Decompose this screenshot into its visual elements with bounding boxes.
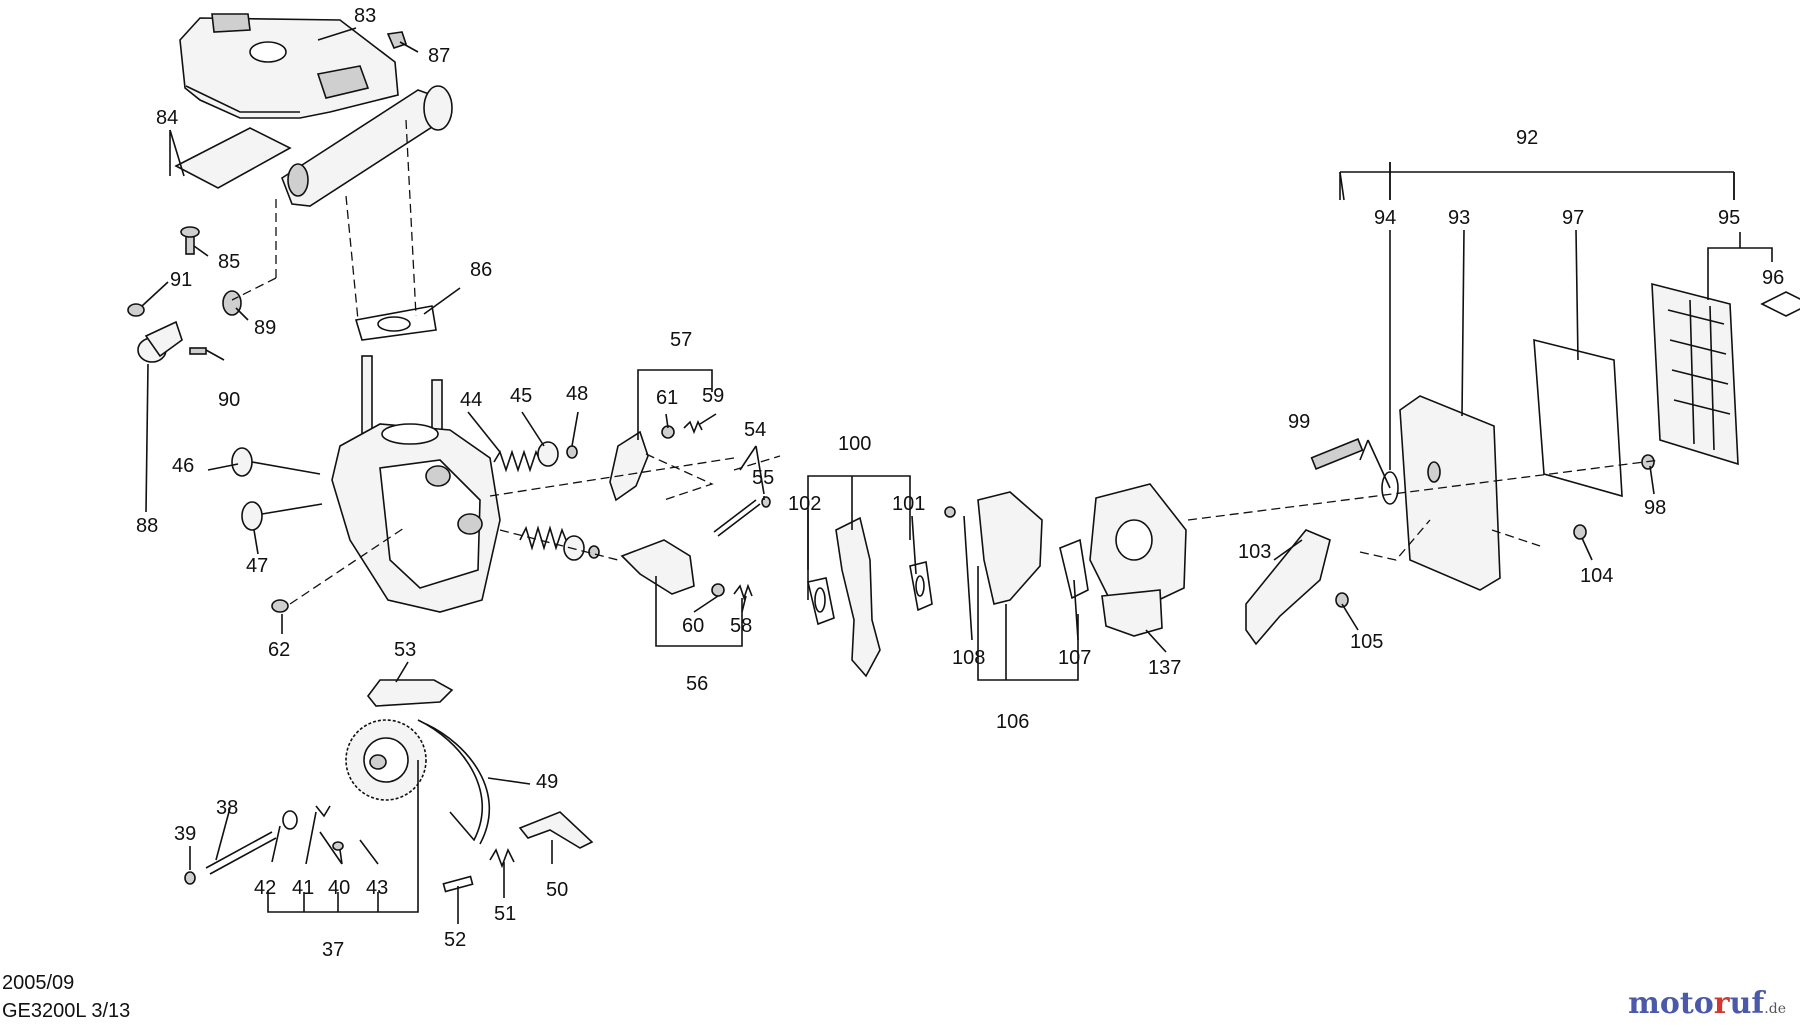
valves xyxy=(231,447,323,613)
label-60: 60 xyxy=(682,615,704,637)
label-47: 47 xyxy=(246,555,268,577)
label-57: 57 xyxy=(670,329,692,351)
pointer-lines xyxy=(141,27,1655,924)
label-85: 85 xyxy=(218,251,240,273)
label-95: 95 xyxy=(1718,207,1740,229)
label-92: 92 xyxy=(1516,127,1538,149)
label-104: 104 xyxy=(1580,565,1613,587)
label-50: 50 xyxy=(546,879,568,901)
label-48: 48 xyxy=(566,383,588,405)
label-84: 84 xyxy=(156,107,178,129)
label-62: 62 xyxy=(268,639,290,661)
label-105: 105 xyxy=(1350,631,1383,653)
label-51: 51 xyxy=(494,903,516,925)
insulator-gaskets xyxy=(807,516,933,678)
label-83: 83 xyxy=(354,5,376,27)
label-39: 39 xyxy=(174,823,196,845)
carburetor xyxy=(944,483,1187,637)
label-88: 88 xyxy=(136,515,158,537)
label-108: 108 xyxy=(952,647,985,669)
label-41: 41 xyxy=(292,877,314,899)
label-53: 53 xyxy=(394,639,416,661)
brand-text-3: uf xyxy=(1729,986,1765,1021)
label-59: 59 xyxy=(702,385,724,407)
label-91: 91 xyxy=(170,269,192,291)
label-46: 46 xyxy=(172,455,194,477)
label-103: 103 xyxy=(1238,541,1271,563)
part-number-labels: 83 87 84 85 91 89 90 88 86 46 47 62 44 4… xyxy=(136,5,1784,961)
label-86: 86 xyxy=(470,259,492,281)
label-93: 93 xyxy=(1448,207,1470,229)
label-55: 55 xyxy=(752,467,774,489)
label-44: 44 xyxy=(460,389,482,411)
label-106: 106 xyxy=(996,711,1029,733)
label-98: 98 xyxy=(1644,497,1666,519)
air-cleaner xyxy=(1245,282,1800,646)
label-42: 42 xyxy=(254,877,276,899)
label-90: 90 xyxy=(218,389,240,411)
footer-date: 2005/09 xyxy=(2,972,75,994)
label-49: 49 xyxy=(536,771,558,793)
muffler-assembly xyxy=(127,13,453,363)
label-102: 102 xyxy=(788,493,821,515)
label-45: 45 xyxy=(510,385,532,407)
label-58: 58 xyxy=(730,615,752,637)
cylinder-head xyxy=(331,355,501,613)
label-96: 96 xyxy=(1762,267,1784,289)
label-54: 54 xyxy=(744,419,766,441)
label-94: 94 xyxy=(1374,207,1396,229)
label-40: 40 xyxy=(328,877,350,899)
label-61: 61 xyxy=(656,387,678,409)
label-56: 56 xyxy=(686,673,708,695)
label-43: 43 xyxy=(366,877,388,899)
brand-tld: .de xyxy=(1764,1001,1786,1017)
camshaft-assembly xyxy=(184,679,594,893)
footer-model-page: GE3200L 3/13 xyxy=(2,1000,131,1022)
label-89: 89 xyxy=(254,317,276,339)
label-52: 52 xyxy=(444,929,466,951)
brand-logo[interactable]: motoruf.de xyxy=(1628,986,1786,1021)
label-107: 107 xyxy=(1058,647,1091,669)
label-38: 38 xyxy=(216,797,238,819)
label-99: 99 xyxy=(1288,411,1310,433)
brand-text-2: r xyxy=(1713,986,1730,1021)
label-137: 137 xyxy=(1148,657,1181,679)
label-100: 100 xyxy=(838,433,871,455)
label-87: 87 xyxy=(428,45,450,67)
label-37: 37 xyxy=(322,939,344,961)
label-97: 97 xyxy=(1562,207,1584,229)
bracket-lines xyxy=(267,162,1773,913)
label-101: 101 xyxy=(892,493,925,515)
brand-text-1: moto xyxy=(1628,986,1714,1021)
rocker-arms xyxy=(609,420,771,601)
